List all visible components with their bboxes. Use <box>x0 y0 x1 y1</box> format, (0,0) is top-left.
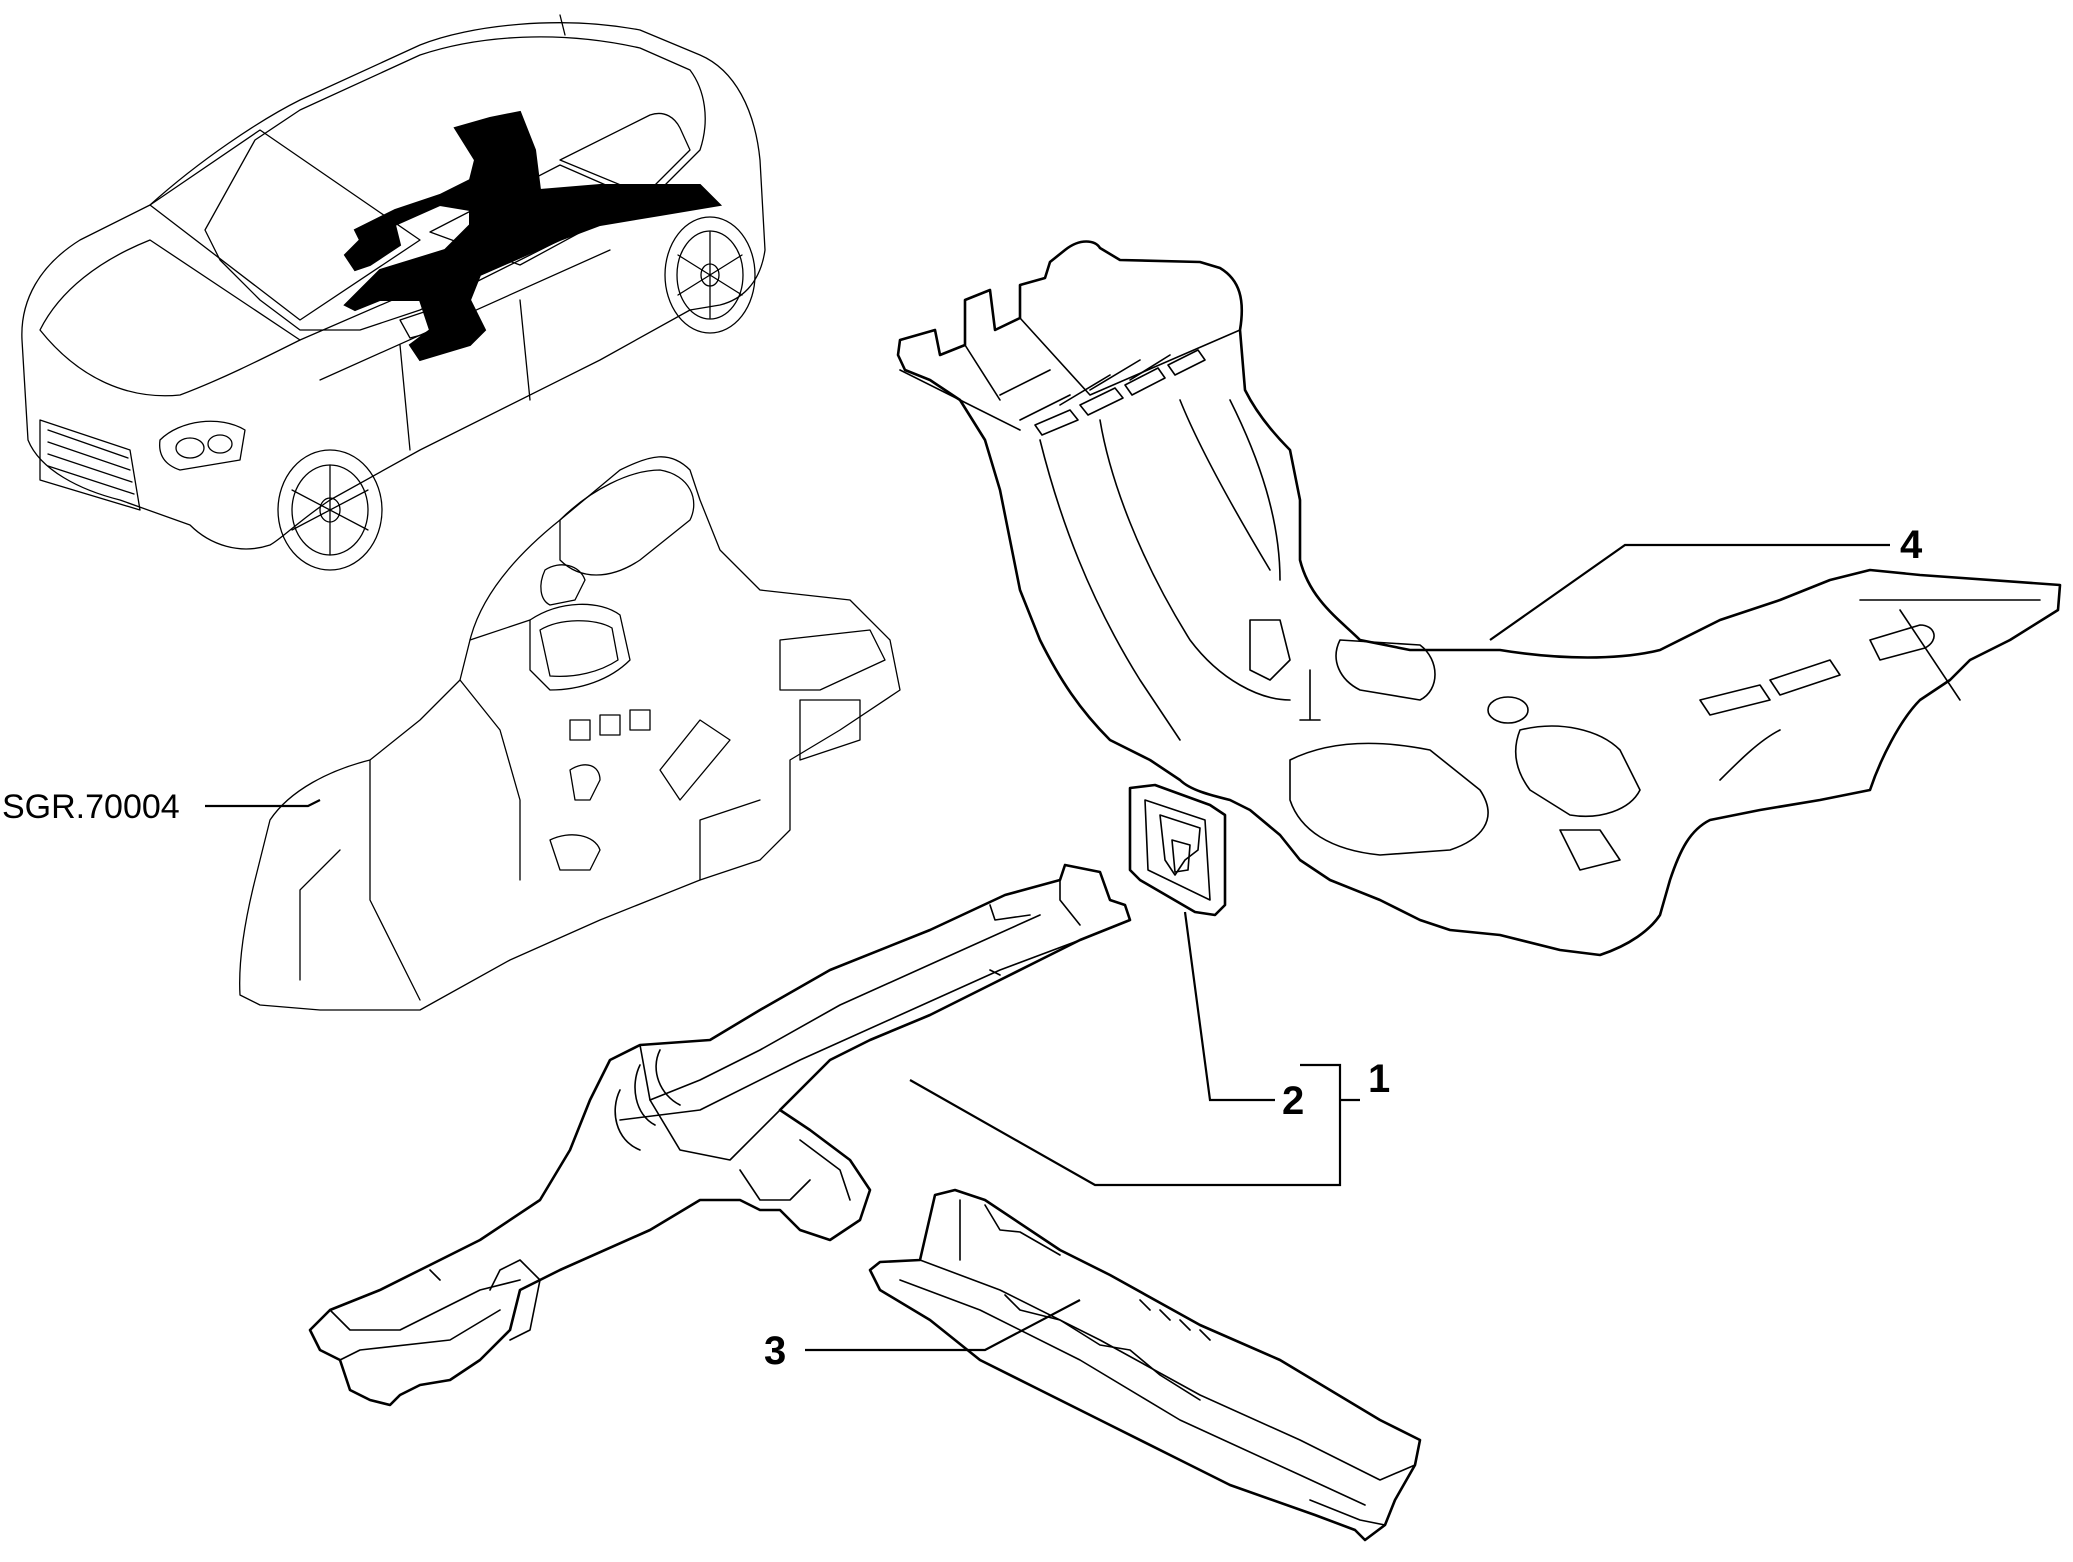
label-ref-assembly: SGR.70004 <box>2 788 180 826</box>
part-2-bracket <box>1128 783 1227 917</box>
label-item-1: 1 <box>1368 1057 1390 1101</box>
leader-lines <box>205 543 1890 1352</box>
rear-floor-reference-illustration <box>239 456 901 1011</box>
part-3-side-sill <box>868 1188 1422 1542</box>
car-overview-illustration <box>21 14 766 571</box>
part-4-floor-panel <box>896 240 2062 957</box>
highlighted-floor-structure <box>343 110 723 362</box>
label-item-3: 3 <box>764 1329 786 1373</box>
callout-labels: SGR.70004 4 2 1 3 <box>2 523 1923 1373</box>
part-1-rail-assembly <box>308 863 1132 1407</box>
label-item-4: 4 <box>1900 523 1923 567</box>
label-item-2: 2 <box>1282 1079 1304 1123</box>
